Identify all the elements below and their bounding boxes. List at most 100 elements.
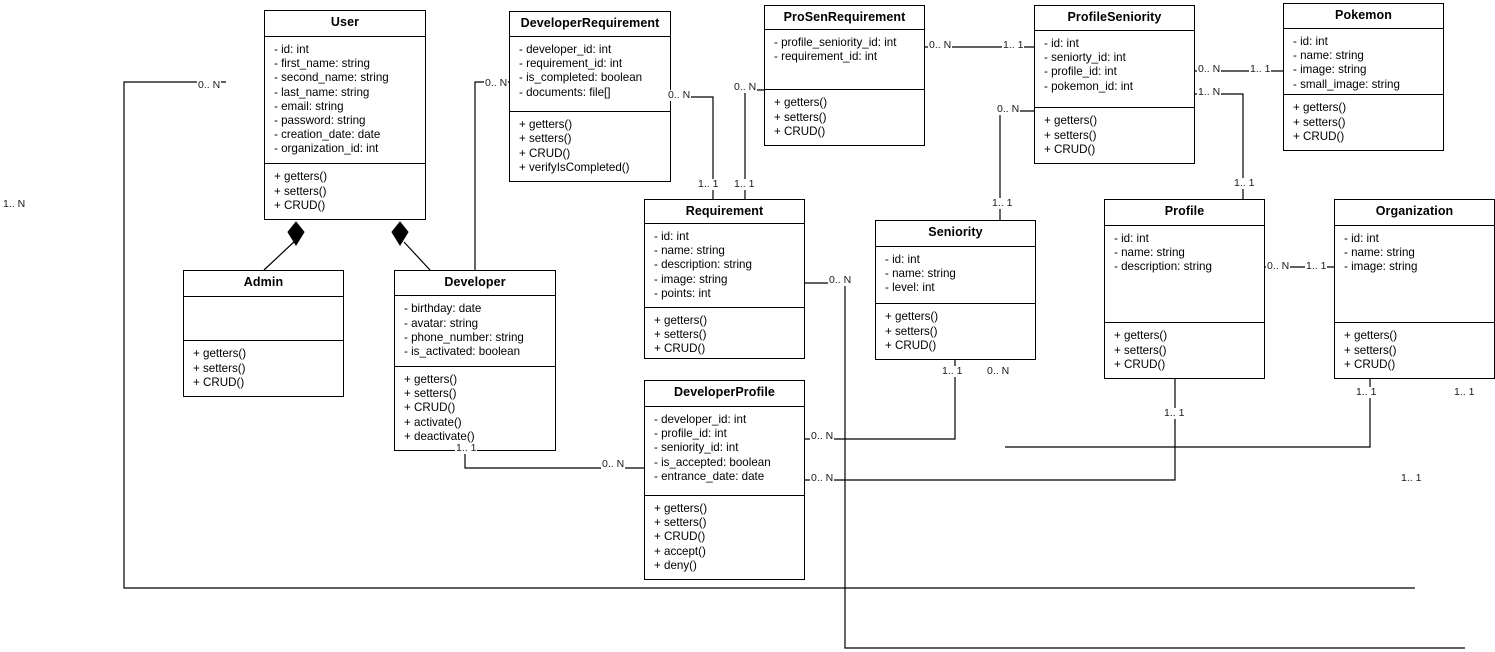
uml-operation: + setters() (274, 184, 327, 198)
uml-operation: + getters() (1344, 329, 1398, 343)
uml-attribute: - entrance_date: date (654, 469, 765, 483)
uml-operations-organization: + getters()+ setters()+ CRUD() (1335, 323, 1494, 378)
uml-attribute: - birthday: date (404, 302, 482, 316)
uml-operation: + setters() (1044, 128, 1097, 142)
uml-class-pokemon[interactable]: Pokemon- id: int- name: string- image: s… (1283, 3, 1444, 151)
uml-attribute: - id: int (1044, 37, 1079, 50)
uml-class-title-developerrequirement: DeveloperRequirement (510, 12, 670, 37)
uml-attribute: - profile_seniority_id: int (774, 36, 897, 49)
multiplicity-label: 0.. N (1266, 260, 1291, 272)
uml-class-seniority[interactable]: Seniority- id: int- name: string- level:… (875, 220, 1036, 360)
uml-attributes-user: - id: int- first_name: string- second_na… (265, 37, 425, 165)
uml-attribute: - second_name: string (274, 71, 389, 85)
composition-line-user-developer (403, 241, 431, 271)
composition-diamond-user-developer (391, 221, 409, 246)
multiplicity-label: 1.. 1 (455, 442, 478, 454)
multiplicity-label: 0.. N (828, 274, 853, 286)
uml-operations-pokemon: + getters()+ setters()+ CRUD() (1284, 95, 1443, 150)
uml-operation: + getters() (404, 372, 458, 386)
uml-attribute: - name: string (654, 244, 725, 258)
uml-attribute: - id: int (1344, 232, 1379, 245)
uml-attributes-profile: - id: int- name: string- description: st… (1105, 226, 1264, 324)
uml-operations-profileseniority: + getters()+ setters()+ CRUD() (1035, 108, 1194, 163)
uml-operation: + setters() (654, 328, 707, 342)
connector-devreq-to-developer (474, 81, 509, 270)
uml-class-title-pokemon: Pokemon (1284, 4, 1443, 29)
uml-operation: + CRUD() (274, 198, 326, 212)
multiplicity-label: 1.. 1 (1163, 407, 1186, 419)
uml-operation: + CRUD() (404, 401, 456, 415)
uml-class-requirement[interactable]: Requirement- id: int- name: string- desc… (644, 199, 805, 359)
uml-class-developerrequirement[interactable]: DeveloperRequirement- developer_id: int-… (509, 11, 671, 182)
uml-class-profile[interactable]: Profile- id: int- name: string- descript… (1104, 199, 1265, 379)
uml-operation: + verifyIsCompleted() (519, 160, 630, 174)
uml-attribute: - profile_id: int (654, 427, 727, 441)
uml-operations-admin: + getters()+ setters()+ CRUD() (184, 341, 343, 396)
multiplicity-label: 0.. N (996, 103, 1021, 115)
uml-class-title-requirement: Requirement (645, 200, 804, 224)
multiplicity-label: 0.. N (928, 39, 953, 51)
uml-operation: + CRUD() (1344, 357, 1396, 371)
uml-attribute: - is_completed: boolean (519, 71, 643, 85)
uml-class-title-user: User (265, 11, 425, 37)
multiplicity-label: 1.. N (1197, 86, 1222, 98)
uml-class-organization[interactable]: Organization- id: int- name: string- ima… (1334, 199, 1495, 379)
uml-attribute: - developer_id: int (654, 413, 747, 426)
uml-attribute: - requirement_id: int (519, 57, 623, 71)
uml-class-profileseniority[interactable]: ProfileSeniority- id: int- seniorty_id: … (1034, 5, 1195, 164)
uml-operation: + activate() (404, 415, 462, 429)
uml-operations-user: + getters()+ setters()+ CRUD() (265, 164, 425, 219)
uml-operation: + deny() (654, 558, 697, 572)
uml-class-developer[interactable]: Developer- birthday: date- avatar: strin… (394, 270, 556, 451)
uml-operation: + getters() (1293, 101, 1347, 115)
uml-attribute: - requirement_id: int (774, 50, 878, 64)
uml-operation: + accept() (654, 544, 706, 558)
uml-attribute: - image: string (654, 272, 728, 286)
uml-attributes-developerprofile: - developer_id: int- profile_id: int- se… (645, 407, 804, 496)
multiplicity-label: 0.. N (733, 81, 758, 93)
uml-operation: + getters() (774, 96, 828, 110)
uml-class-user[interactable]: User- id: int- first_name: string- secon… (264, 10, 426, 220)
uml-operation: + getters() (519, 118, 573, 132)
multiplicity-label: 1.. 1 (1305, 260, 1328, 272)
uml-operation: + setters() (404, 387, 457, 401)
uml-attribute: - pokemon_id: int (1044, 79, 1133, 93)
uml-attribute: - id: int (1293, 35, 1328, 48)
uml-attribute: - password: string (274, 113, 366, 127)
uml-class-developerprofile[interactable]: DeveloperProfile- developer_id: int- pro… (644, 380, 805, 580)
multiplicity-label: 1.. N (2, 198, 27, 210)
uml-operation: + setters() (1293, 115, 1346, 129)
connector-seniority-to-devprof (805, 360, 956, 440)
uml-operations-developer: + getters()+ setters()+ CRUD()+ activate… (395, 367, 555, 450)
uml-operations-developerprofile: + getters()+ setters()+ CRUD()+ accept()… (645, 496, 804, 579)
uml-attribute: - id: int (274, 42, 309, 56)
uml-attribute: - is_accepted: boolean (654, 455, 771, 469)
uml-attributes-developer: - birthday: date- avatar: string- phone_… (395, 296, 555, 367)
multiplicity-label: 0.. N (986, 365, 1011, 377)
composition-line-user-admin (263, 239, 297, 271)
uml-attribute: - profile_id: int (1044, 65, 1117, 79)
uml-class-title-profile: Profile (1105, 200, 1264, 226)
uml-attribute: - last_name: string (274, 85, 370, 99)
uml-attribute: - id: int (654, 230, 689, 243)
multiplicity-label: 1.. 1 (1400, 472, 1423, 484)
uml-attributes-profileseniority: - id: int- seniorty_id: int- profile_id:… (1035, 31, 1194, 109)
uml-operation: + CRUD() (1293, 129, 1345, 143)
uml-attribute: - email: string (274, 99, 344, 113)
uml-attribute: - seniority_id: int (654, 441, 739, 455)
uml-attribute: - id: int (885, 252, 920, 266)
multiplicity-label: 1.. 1 (1453, 386, 1476, 398)
uml-operation: + getters() (1114, 329, 1168, 343)
uml-operation: + CRUD() (654, 530, 706, 544)
uml-attribute: - organization_id: int (274, 142, 379, 156)
connector-profile-to-devprof (805, 379, 1176, 481)
uml-operation: + setters() (885, 324, 938, 338)
uml-attribute: - small_image: string (1293, 77, 1400, 91)
uml-class-admin[interactable]: Admin+ getters()+ setters()+ CRUD() (183, 270, 344, 397)
uml-class-prosenrequirement[interactable]: ProSenRequirement- profile_seniority_id:… (764, 5, 925, 146)
uml-class-title-organization: Organization (1335, 200, 1494, 226)
uml-attribute: - phone_number: string (404, 330, 524, 344)
composition-diamond-user-admin (287, 221, 305, 246)
uml-attribute: - image: string (1344, 260, 1418, 274)
